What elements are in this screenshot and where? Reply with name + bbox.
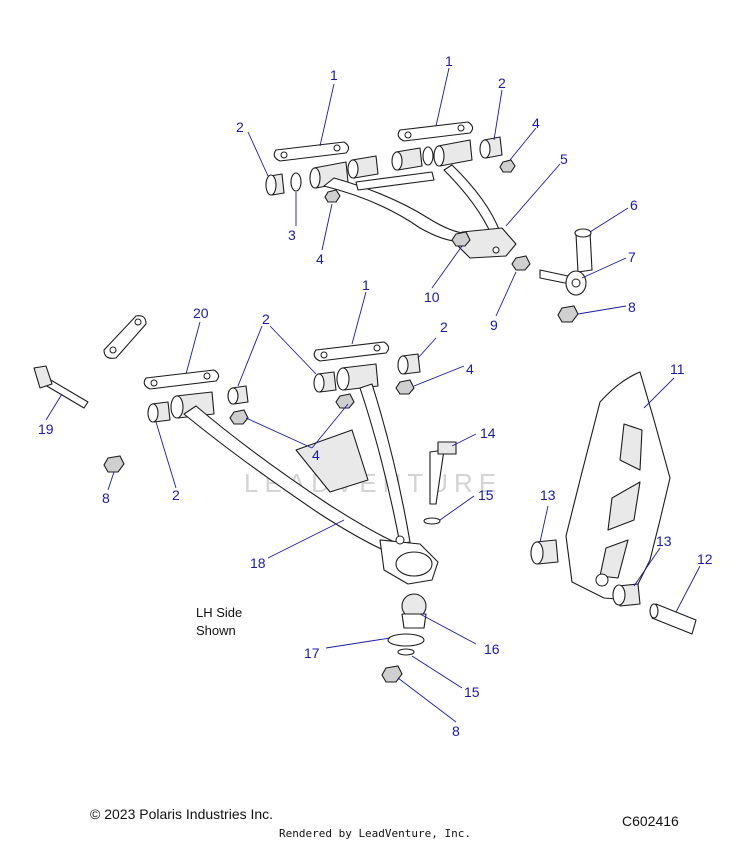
nut-lower-4c — [395, 379, 415, 395]
callout-lower-2c: 2 — [172, 487, 180, 503]
bolt-long-19 — [33, 365, 89, 409]
note-line-2: Shown — [196, 623, 236, 638]
orientation-note: LH Side Shown — [196, 605, 242, 638]
callout-lower-15a: 15 — [478, 487, 494, 503]
callout-upper-7: 7 — [628, 249, 636, 265]
callout-lower-8b: 8 — [452, 723, 460, 739]
lower-control-arm-assembly — [33, 315, 457, 683]
rendered-by-text: Rendered by LeadVenture, Inc. — [278, 827, 472, 840]
callout-lower-4a: 4 — [312, 447, 320, 463]
callout-upper-6: 6 — [630, 197, 638, 213]
callout-lower-14: 14 — [480, 425, 496, 441]
upper-a-arm-frame — [323, 164, 517, 259]
bushing-upper-left — [265, 173, 285, 196]
bushing-lower-left — [147, 401, 171, 423]
bushing-lower-right-a — [313, 371, 337, 393]
callout-upper-8: 8 — [628, 299, 636, 315]
steering-knuckle-assembly — [530, 371, 697, 635]
callout-knuckle-12: 12 — [697, 551, 713, 567]
snap-ring-17 — [387, 633, 425, 647]
steering-knuckle-11 — [565, 371, 671, 601]
diagram-code: C602416 — [622, 813, 679, 829]
callout-lower-17: 17 — [304, 645, 320, 661]
nut-lower-left — [103, 455, 125, 473]
upper-arm-front-pivot — [309, 155, 379, 189]
pivot-plate-upper-left — [273, 141, 350, 162]
callout-upper-4a: 4 — [316, 251, 324, 267]
washer-lower-upper — [423, 517, 441, 525]
callout-lower-1: 1 — [362, 277, 370, 293]
callout-upper-10: 10 — [424, 289, 440, 305]
leader-lines — [45, 67, 701, 723]
callout-lower-2b: 2 — [440, 319, 448, 335]
callout-upper-5: 5 — [560, 151, 568, 167]
bolt-lower-14 — [429, 441, 457, 505]
callout-lower-4b: 4 — [466, 361, 474, 377]
callout-upper-2b: 2 — [498, 75, 506, 91]
callout-knuckle-11: 11 — [670, 361, 685, 377]
nut-upper-left — [324, 189, 341, 203]
callout-upper-9: 9 — [490, 317, 498, 333]
callout-lower-8a: 8 — [102, 490, 110, 506]
bushing-knuckle-13-left — [530, 539, 559, 565]
sleeve-12 — [649, 603, 697, 635]
callout-knuckle-13b: 13 — [656, 533, 672, 549]
nut-upper-center — [451, 231, 471, 247]
o-ring-upper — [290, 172, 302, 192]
bushing-upper-right — [479, 136, 503, 159]
bushing-knuckle-13-right — [612, 583, 641, 607]
callout-upper-1b: 1 — [445, 53, 453, 69]
upper-control-arm-assembly — [265, 121, 593, 323]
callout-upper-1a: 1 — [330, 67, 338, 83]
callout-lower-16: 16 — [484, 641, 500, 657]
callout-lower-19: 19 — [38, 421, 54, 437]
callout-lower-20: 20 — [193, 305, 209, 321]
copyright-text: © 2023 Polaris Industries Inc. — [90, 806, 274, 822]
callout-upper-3: 3 — [288, 227, 296, 243]
nut-rod-end — [557, 305, 579, 323]
note-line-1: LH Side — [196, 605, 242, 620]
spacer-upper — [511, 255, 531, 271]
washer-lower-lower — [397, 648, 415, 656]
pivot-plate-upper-right — [397, 121, 474, 142]
pivot-plate-20 — [103, 315, 147, 359]
nut-upper-right — [499, 159, 516, 173]
nut-lower-4b — [335, 393, 355, 409]
upper-arm-rear-pivot — [391, 139, 473, 171]
bolt-ball-joint — [574, 228, 593, 273]
callout-lower-18: 18 — [250, 555, 266, 571]
ball-joint-16 — [401, 593, 427, 629]
callout-lower-2a: 2 — [262, 311, 270, 327]
pivot-plate-lower-right — [313, 341, 390, 362]
callout-labels: 1 1 2 2 4 3 4 5 6 10 9 7 8 1 20 2 2 4 4 … — [38, 53, 713, 739]
rod-end-upper — [539, 269, 587, 296]
nut-lower-bottom — [381, 665, 403, 683]
pivot-plate-lower-left — [143, 369, 220, 390]
nut-lower-4a — [229, 409, 249, 425]
callout-knuckle-13a: 13 — [540, 487, 556, 503]
bushing-lower-right-b — [397, 353, 421, 375]
callout-upper-2a: 2 — [236, 119, 244, 135]
callout-lower-15b: 15 — [464, 684, 480, 700]
callout-upper-4b: 4 — [532, 115, 540, 131]
bushing-lower-mid — [227, 385, 249, 405]
